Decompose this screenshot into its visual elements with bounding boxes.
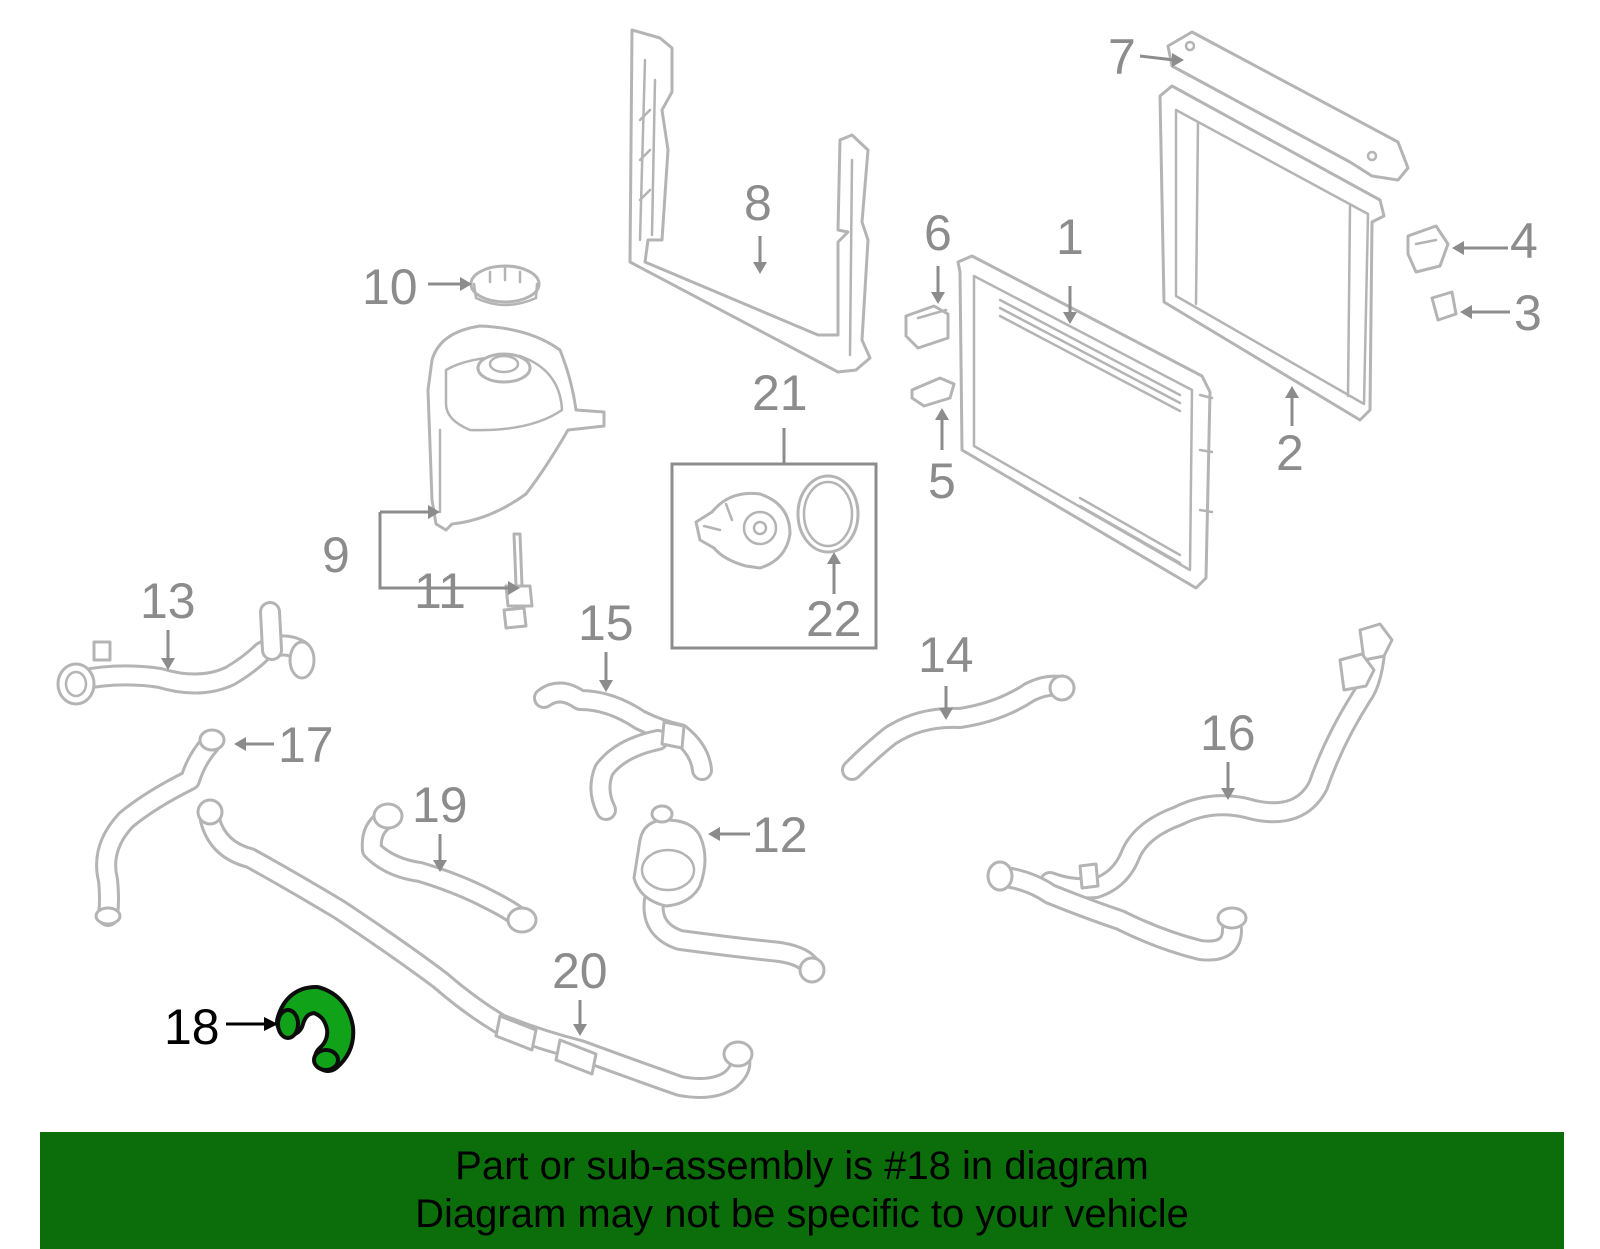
water-pump — [694, 491, 792, 570]
callout-20: 20 — [552, 943, 608, 999]
callout-21: 21 — [752, 365, 808, 421]
callout-8: 8 — [744, 175, 772, 231]
part-16-hose-assembly — [986, 622, 1394, 962]
part-15-hose — [533, 681, 713, 821]
part-17-hose — [94, 728, 226, 927]
callout-3: 3 — [1514, 285, 1542, 341]
leader-lines — [161, 53, 1510, 1036]
callout-16: 16 — [1200, 705, 1256, 761]
callout-15: 15 — [578, 595, 634, 651]
part-9-expansion-tank — [426, 324, 606, 532]
part-3-grommet — [1430, 290, 1458, 322]
highlight-fill — [279, 989, 352, 1069]
callout-6: 6 — [924, 205, 952, 261]
callout-19: 19 — [412, 777, 468, 833]
part-2-condenser — [1158, 84, 1386, 422]
banner-line-2: Diagram may not be specific to your vehi… — [415, 1192, 1189, 1236]
callout-14: 14 — [918, 627, 974, 683]
part-4-clip — [1406, 224, 1450, 274]
part-14-hose — [841, 674, 1076, 781]
callout-12: 12 — [752, 807, 808, 863]
part-5-mount — [910, 376, 956, 408]
part-20-pipe — [196, 798, 754, 1099]
callout-13: 13 — [140, 573, 196, 629]
part-19-hose — [360, 802, 538, 934]
part-18-hose-highlighted — [275, 985, 356, 1073]
callout-5: 5 — [928, 453, 956, 509]
o-ring — [796, 474, 860, 554]
callout-17: 17 — [278, 717, 334, 773]
part-8-support-frame — [628, 28, 872, 374]
part-13-hose — [56, 601, 316, 706]
callout-18: 18 — [164, 999, 220, 1055]
info-banner: Part or sub-assembly is #18 in diagram D… — [40, 1132, 1564, 1249]
part-6-mount — [904, 304, 950, 350]
callout-10: 10 — [362, 259, 418, 315]
callout-1: 1 — [1056, 209, 1084, 265]
callout-labels: 1 2 3 4 5 6 7 8 9 10 11 12 13 14 15 16 1… — [140, 29, 1542, 1055]
part-1-radiator — [956, 254, 1214, 590]
callout-2: 2 — [1276, 425, 1304, 481]
part-10-cap — [469, 264, 541, 307]
part-21-kit — [670, 462, 878, 650]
callout-9: 9 — [322, 527, 350, 583]
part-11-sensor — [502, 532, 534, 630]
banner-line-1: Part or sub-assembly is #18 in diagram — [455, 1144, 1149, 1188]
part-12-hose — [632, 804, 826, 984]
callout-11: 11 — [414, 563, 466, 619]
callout-22: 22 — [806, 591, 862, 647]
callout-7: 7 — [1108, 29, 1136, 85]
callout-4: 4 — [1510, 213, 1538, 269]
part-7-bracket — [1166, 30, 1410, 182]
